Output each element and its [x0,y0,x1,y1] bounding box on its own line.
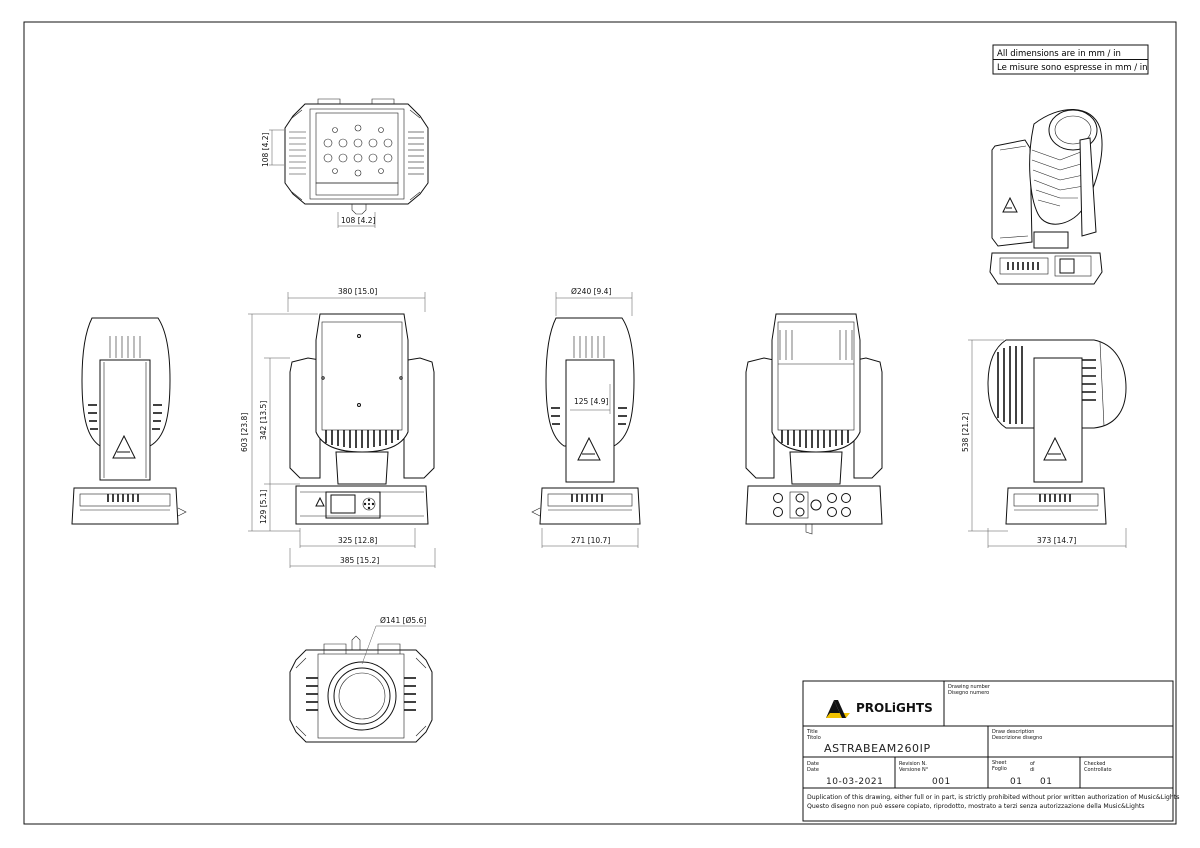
checked-label: Checked [1084,761,1105,767]
units-notice-line2: Le misure sono espresse in mm / in [997,63,1148,73]
dim-base-height: 129 [5.1] [259,489,268,524]
date-label: Date [807,761,819,767]
dim-tilt-width: 373 [14.7] [1037,536,1076,545]
dim-head-diameter: Ø240 [9.4] [571,287,611,296]
date-label-it: Date [807,767,819,773]
sheet-label: Sheet [992,760,1006,766]
drawing-description-label-it: Descrizione disegno [992,735,1042,741]
title-label-it: Titolo [806,735,821,741]
title-block: PROLiGHTS Drawing number Disegno numero … [802,680,1179,822]
title-label: Title [806,729,818,735]
side-view-middle: Ø240 [9.4] 125 [4.9] 271 [10.7] [531,287,641,548]
dim-base-width: 325 [12.8] [338,536,377,545]
sheet-total-value: 01 [1040,777,1052,787]
copyright-notice-en: Duplication of this drawing, either full… [807,794,1179,801]
checked-label-it: Controllato [1084,767,1112,773]
revision-value: 001 [932,777,951,787]
drawing-number-label-it: Disegno numero [948,690,989,696]
drawing-number-label: Drawing number [948,684,991,690]
dim-head-offset: 125 [4.9] [574,397,609,406]
revision-label: Revision N. [899,761,927,767]
tilted-side-view: 538 [21.2] 373 [14.7] [961,339,1127,548]
of-label-it: di [1030,767,1035,773]
dim-lens-diameter: Ø141 [Ø5.6] [380,616,426,625]
sheet-value: 01 [1010,777,1022,787]
drawing-description-label: Draw description [992,729,1034,735]
dim-overall-height: 603 [23.8] [240,413,249,452]
lens-view: Ø141 [Ø5.6] [289,616,433,743]
revision-label-it: Versione N° [899,767,929,773]
dim-arm-height: 342 [13.5] [259,401,268,440]
front-view: 380 [15.0] 603 [23.8] 342 [13.5] 129 [5.… [240,287,436,568]
sheet-border [23,21,1177,825]
date-value: 10-03-2021 [826,777,883,787]
brand-name: PROLiGHTS [856,701,933,715]
units-notice: All dimensions are in mm / in Le misure … [992,44,1149,75]
dim-side-base-width: 271 [10.7] [571,536,610,545]
drawing-title: ASTRABEAM260IP [824,742,931,755]
dim-tilt-height: 538 [21.2] [961,413,970,452]
units-notice-line1: All dimensions are in mm / in [997,49,1121,59]
dim-top-width: 108 [4.2] [341,216,376,225]
dim-foot-width: 385 [15.2] [340,556,379,565]
sheet-label-it: Foglio [992,766,1007,772]
isometric-view [989,109,1103,285]
side-view-left [71,317,187,525]
rear-view [745,313,883,535]
of-label: of [1030,761,1035,767]
prolights-logo: PROLiGHTS [826,700,933,718]
top-view: 108 [4.2] 108 [4.2] [261,98,429,228]
dim-overall-width: 380 [15.0] [338,287,377,296]
copyright-notice-it: Questo disegno non può essere copiato, r… [807,802,1145,810]
dim-top-height: 108 [4.2] [261,132,270,167]
